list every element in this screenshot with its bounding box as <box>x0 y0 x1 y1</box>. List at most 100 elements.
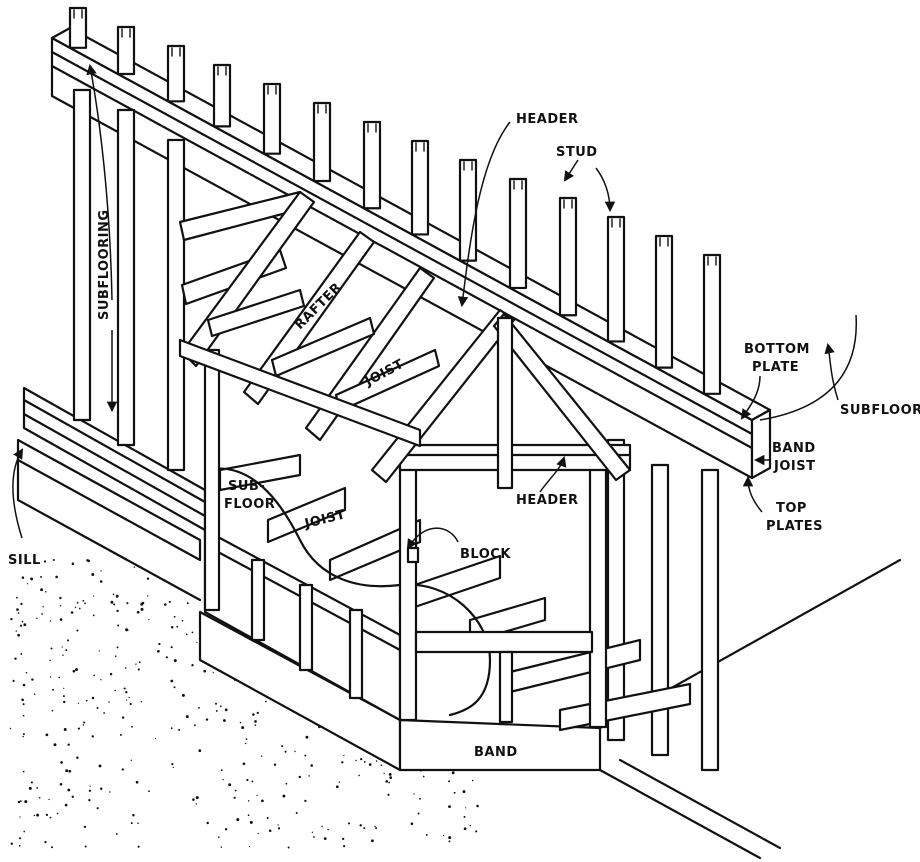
stipple-dot <box>96 706 99 709</box>
stipple-dot <box>347 822 351 825</box>
stipple-dot <box>43 560 47 563</box>
label-top-plates-1: TOP <box>776 501 807 516</box>
stipple-dot <box>23 623 27 627</box>
stipple-dot <box>72 669 76 673</box>
stipple-dot <box>76 601 79 604</box>
stipple-dot <box>127 629 129 632</box>
stipple-dot <box>59 596 62 600</box>
stipple-dot <box>234 789 237 792</box>
stipple-dot <box>48 798 50 801</box>
stud-end-grain <box>217 66 227 76</box>
stipple-dot <box>117 624 120 627</box>
stipple-dot <box>63 728 67 731</box>
stipple-dot <box>26 583 29 585</box>
stipple-dot <box>108 701 110 703</box>
stipple-dot <box>170 646 173 649</box>
stipple-dot <box>62 700 66 704</box>
stipple-dot <box>196 641 198 643</box>
stipple-dot <box>71 562 75 565</box>
stipple-dot <box>277 824 279 826</box>
stipple-dot <box>44 841 47 844</box>
stipple-dot <box>249 820 253 824</box>
stipple-dot <box>218 836 220 838</box>
stipple-dot <box>261 799 264 803</box>
stipple-dot <box>114 689 116 692</box>
stipple-dot <box>89 785 91 787</box>
stipple-dot <box>248 845 251 848</box>
stipple-dot <box>60 761 63 764</box>
stipple-dot <box>131 725 133 728</box>
stipple-dot <box>77 727 80 730</box>
stipple-dot <box>251 780 254 783</box>
stipple-dot <box>323 837 327 840</box>
stipple-dot <box>119 733 122 736</box>
stipple-dot <box>304 754 307 757</box>
stipple-dot <box>132 813 135 817</box>
stipple-dot <box>285 782 288 785</box>
stipple-dot <box>338 781 341 783</box>
stipple-dot <box>62 654 64 656</box>
stipple-dot <box>125 699 128 701</box>
stipple-dot <box>247 800 250 802</box>
label-band-joist-1: BAND <box>772 441 816 456</box>
stipple-dot <box>109 791 111 793</box>
labels: HEADER STUD SUBFLOORING RAFTER JOIST BOT… <box>8 112 920 760</box>
stipple-dot <box>130 759 133 761</box>
stipple-dot <box>355 759 357 762</box>
stipple-dot <box>413 793 415 795</box>
stipple-dot <box>220 846 223 848</box>
stipple-dot <box>252 713 255 716</box>
stipple-dot <box>195 796 199 800</box>
stud-end-grain <box>171 47 181 57</box>
stipple-dot <box>168 600 171 603</box>
stipple-dot <box>9 727 12 730</box>
bay-window-frame <box>203 348 632 729</box>
stipple-dot <box>198 749 202 753</box>
stud-end-grain <box>267 85 277 95</box>
stipple-dot <box>20 800 22 802</box>
stipple-dot <box>88 799 91 802</box>
stipple-dot <box>19 816 21 818</box>
label-block: BLOCK <box>460 547 511 562</box>
stipple-dot <box>96 807 99 810</box>
stipple-dot <box>63 687 65 689</box>
stipple-dot <box>222 719 226 722</box>
stud <box>410 139 430 236</box>
stud-end-grain <box>659 237 669 247</box>
stipple-dot <box>115 655 117 657</box>
stipple-dot <box>31 678 34 681</box>
stipple-dot <box>256 794 258 797</box>
stud-end-grain <box>611 218 621 228</box>
stipple-dot <box>19 837 22 840</box>
stipple-dot <box>222 778 224 781</box>
stipple-dot <box>140 607 144 611</box>
stipple-dot <box>410 822 414 825</box>
stipple-dot <box>176 625 179 628</box>
stud-end-grain <box>317 104 327 114</box>
stipple-dot <box>165 656 168 659</box>
stipple-dot <box>110 600 114 604</box>
stipple-dot <box>191 664 194 667</box>
stipple-dot <box>203 669 207 673</box>
stipple-dot <box>121 716 125 719</box>
stud <box>68 6 88 49</box>
stipple-dot <box>281 745 284 748</box>
stipple-dot <box>76 629 79 632</box>
stipple-dot <box>16 608 19 611</box>
stipple-dot <box>135 780 139 784</box>
label-header-bay: HEADER <box>516 493 579 508</box>
label-subflooring: SUBFLOORING <box>97 209 112 320</box>
stipple-dot <box>158 642 161 646</box>
stipple-dot <box>241 726 245 730</box>
stipple-dot <box>178 728 181 731</box>
stipple-dot <box>148 618 150 621</box>
stipple-dot <box>294 750 296 753</box>
stipple-dot <box>30 577 34 581</box>
stipple-dot <box>146 595 149 597</box>
stipple-dot <box>67 788 71 792</box>
stipple-dot <box>116 646 119 649</box>
stipple-dot <box>417 812 420 815</box>
label-stud: STUD <box>556 145 598 160</box>
stipple-dot <box>137 822 139 824</box>
stipple-dot <box>375 827 378 830</box>
